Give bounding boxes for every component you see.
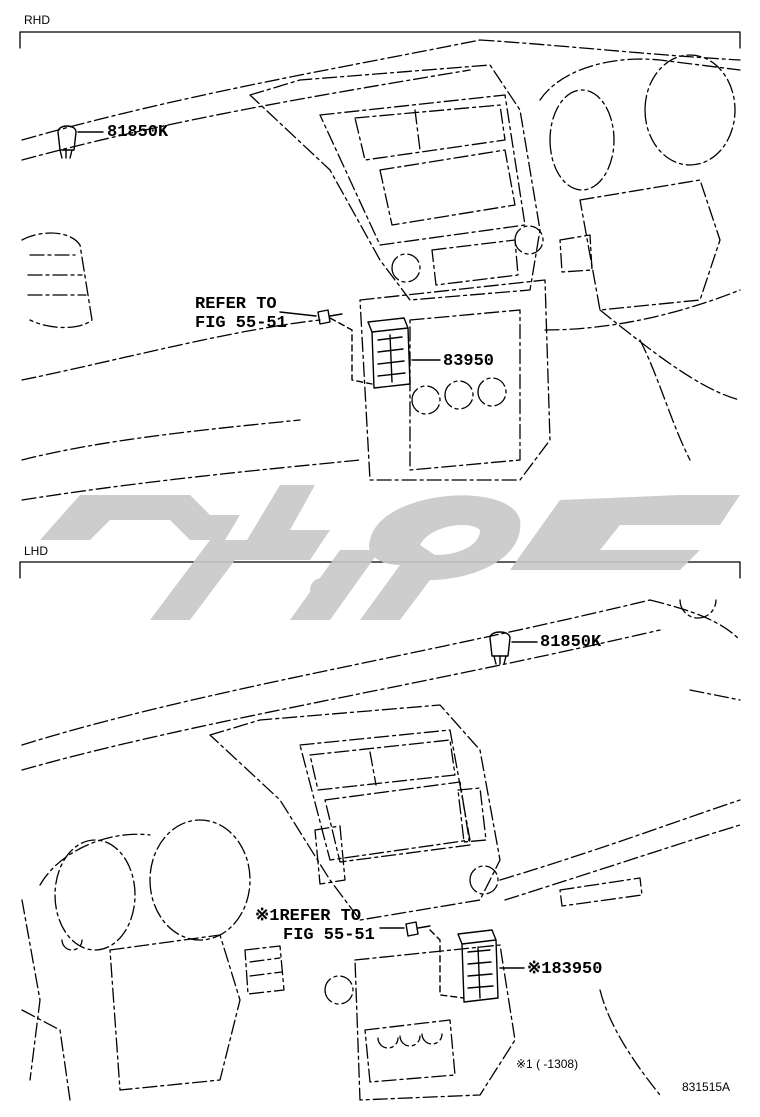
rhd-module-83950 [329, 317, 441, 389]
rhd-dashboard [21, 39, 741, 501]
lhd-dashboard [21, 599, 741, 1101]
rhd-clip-81850k [57, 125, 104, 159]
section-frames [19, 31, 741, 579]
lhd-clip-81850k [489, 631, 538, 665]
section-label-lhd: LHD [24, 544, 49, 558]
rhd-refer-line1: REFER TO [195, 295, 277, 314]
figure-code: 831515A [682, 1080, 731, 1094]
lhd-screw [379, 921, 431, 937]
rhd-part-number-83950: 83950 [443, 352, 495, 371]
rhd-part-number-81850k: 81850K [107, 123, 169, 142]
footnote: ※1 ( -1308) [516, 1057, 579, 1071]
lhd-refer-line2: FIG 55-51 [283, 926, 375, 945]
lhd-part-number-83950: ※183950 [527, 960, 603, 979]
rhd-screw [279, 309, 343, 325]
lhd-part-number-81850k: 81850K [540, 633, 602, 652]
lhd-module-83950 [429, 929, 525, 1003]
rhd-refer-line2: FIG 55-51 [195, 314, 287, 333]
section-label-rhd: RHD [24, 13, 50, 27]
lhd-refer-line1: ※1REFER TO [255, 907, 362, 926]
